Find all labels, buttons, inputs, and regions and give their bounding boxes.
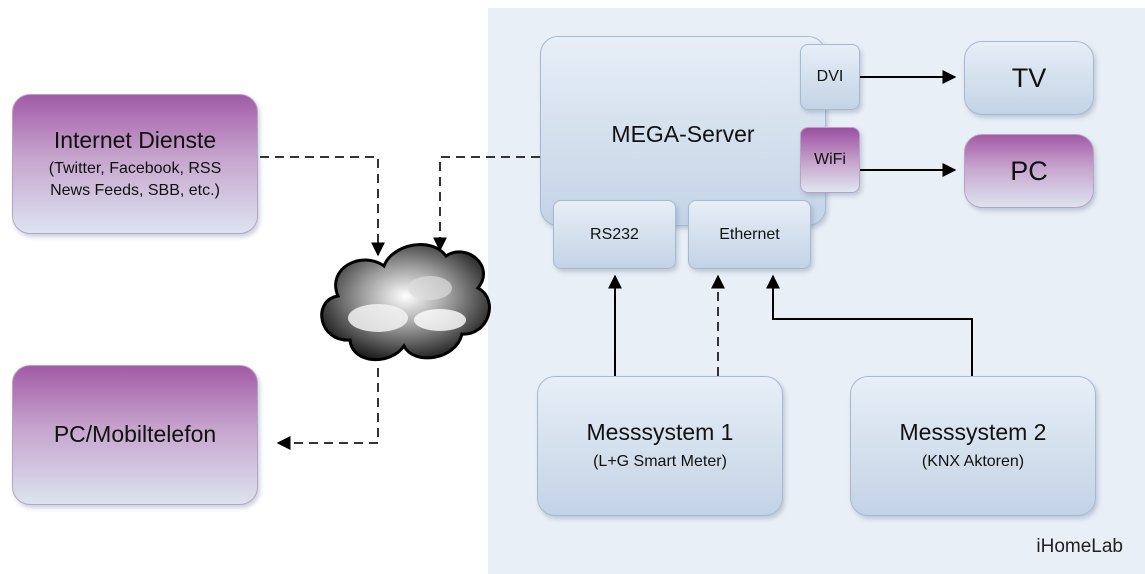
rs232-label: RS232 bbox=[590, 225, 639, 243]
ihomelab-label: iHomeLab bbox=[1036, 536, 1123, 557]
messsystem-1-title: Messsystem 1 bbox=[586, 419, 734, 446]
wifi-port: WiFi bbox=[800, 127, 860, 193]
internet-services-subtitle-line: (Twitter, Facebook, RSS bbox=[48, 160, 222, 178]
messsystem-2-subtitle: (KNX Aktoren) bbox=[921, 453, 1025, 470]
dvi-port: DVI bbox=[800, 44, 860, 110]
ethernet-port: Ethernet bbox=[688, 200, 811, 269]
pc-label: PC bbox=[1010, 155, 1048, 186]
wifi-label: WiFi bbox=[814, 151, 846, 168]
internet-services-box: Internet Dienste (Twitter, Facebook, RSS… bbox=[12, 94, 258, 234]
pc-box: PC bbox=[964, 134, 1094, 208]
server-to-cloud-link bbox=[433, 156, 540, 252]
tv-box: TV bbox=[964, 41, 1094, 115]
tv-label: TV bbox=[1011, 62, 1047, 93]
messsystem-1-box: Messsystem 1 (L+G Smart Meter) bbox=[537, 376, 783, 516]
internet-to-cloud-link bbox=[260, 156, 385, 257]
dvi-label: DVI bbox=[816, 68, 844, 85]
pc-mobile-title: PC/Mobiltelefon bbox=[53, 421, 217, 448]
rs232-port: RS232 bbox=[553, 200, 676, 269]
messsystem-2-to-ethernet-link bbox=[766, 274, 973, 376]
messsystem-1-subtitle: (L+G Smart Meter) bbox=[593, 453, 727, 470]
mega-server-title: MEGA-Server bbox=[611, 121, 755, 147]
internet-services-subtitle-line: News Feeds, SBB, etc.) bbox=[50, 181, 220, 199]
internet-services-title: Internet Dienste bbox=[53, 126, 217, 153]
mega-server-box: MEGA-Server bbox=[540, 36, 826, 226]
internet-services-subtitle: (Twitter, Facebook, RSS News Feeds, SBB,… bbox=[49, 158, 222, 201]
pc-mobile-box: PC/Mobiltelefon bbox=[12, 365, 258, 505]
ethernet-label: Ethernet bbox=[719, 225, 780, 243]
cloud-icon bbox=[320, 243, 491, 361]
messsystem-2-box: Messsystem 2 (KNX Aktoren) bbox=[850, 376, 1096, 516]
messsystem-2-title: Messsystem 2 bbox=[899, 419, 1047, 446]
cloud-to-pc-mobile-link bbox=[276, 368, 379, 450]
